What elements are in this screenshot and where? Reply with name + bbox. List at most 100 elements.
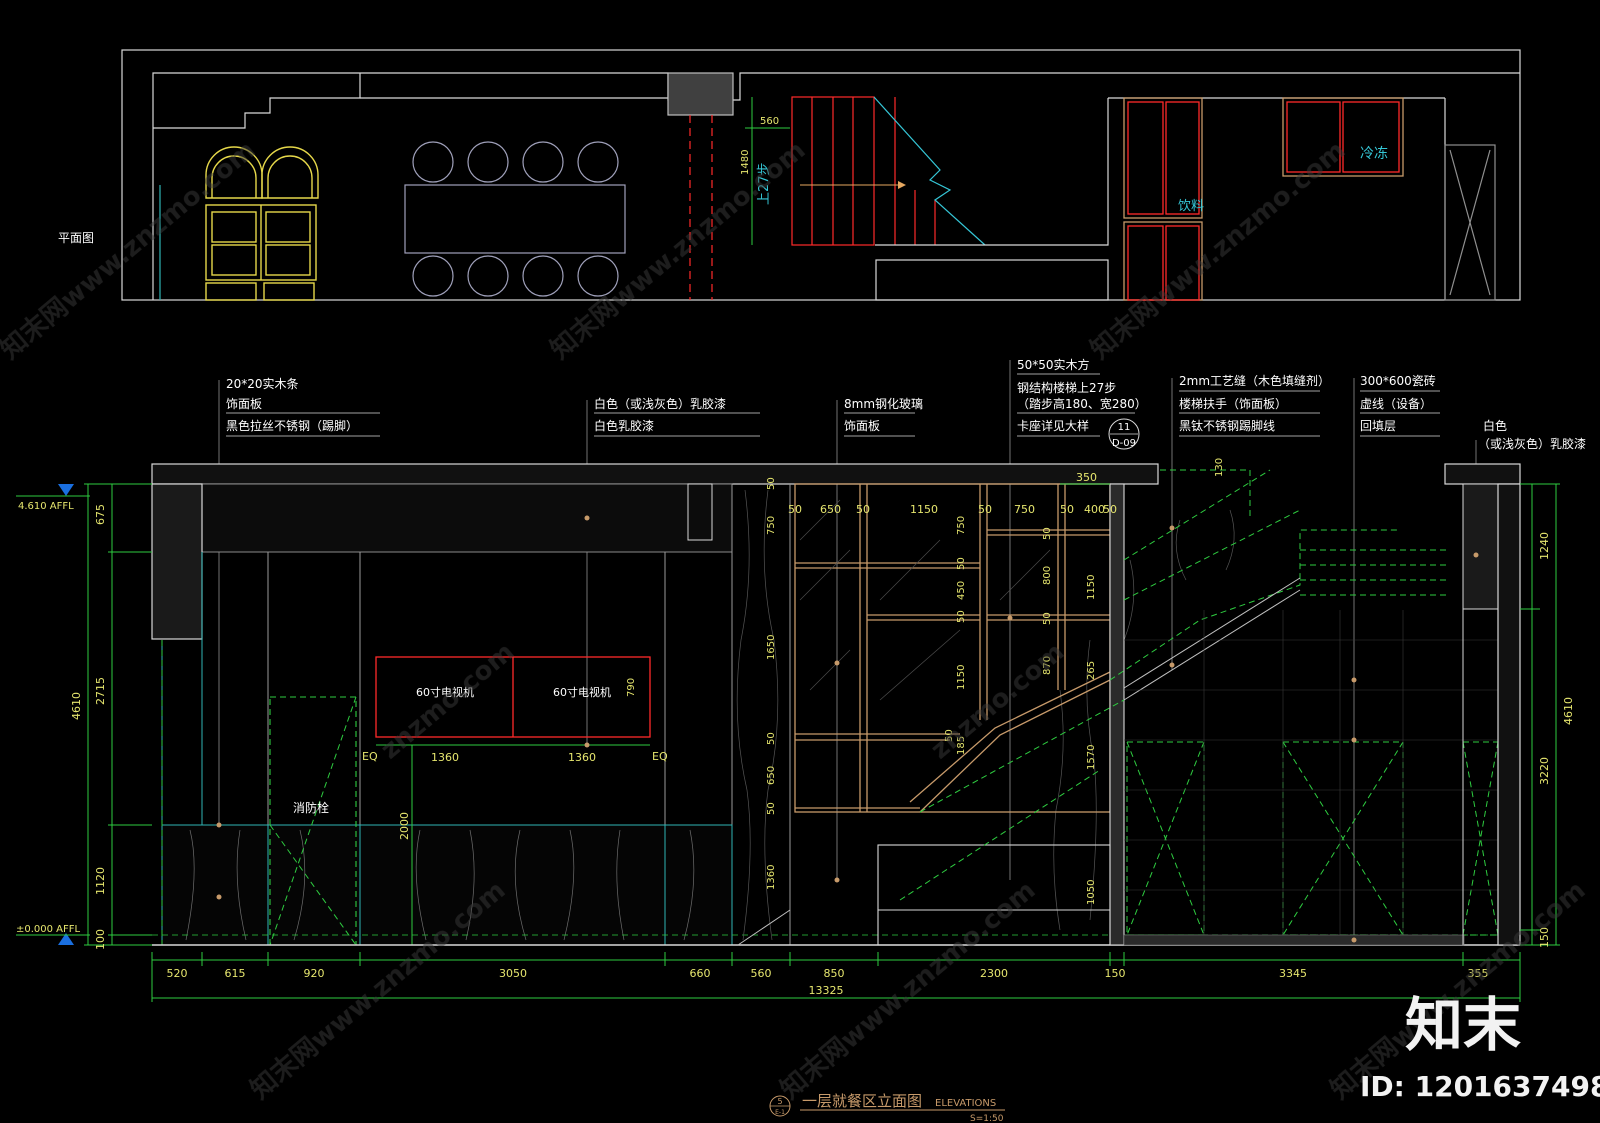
- stair-wood-grain: [736, 489, 1235, 941]
- soffit-recess: [687, 483, 713, 541]
- bottom-dim-2300: 2300: [980, 967, 1008, 980]
- title-sheet: E-1: [775, 1109, 785, 1116]
- shelf-v-left-5: 650: [766, 766, 777, 785]
- callout-6-line-3: 回填层: [1360, 419, 1396, 433]
- plan-stair-tag: 上27步: [757, 162, 772, 205]
- shelf-v-r1-2: 800: [1042, 566, 1053, 585]
- left-dim-675: 675: [94, 504, 107, 525]
- callout-7-line-1: 白色: [1483, 418, 1507, 433]
- shelf-v-left-1: 50: [766, 477, 777, 490]
- plan-stair: [791, 96, 936, 246]
- left-dimension-chain: [84, 483, 152, 946]
- shelf-v-r1-3: 50: [1042, 612, 1053, 625]
- callout-4-line-1: 50*50实木方: [1017, 357, 1090, 372]
- plan-outer-frame: [121, 49, 1521, 301]
- right-cabinets: [1126, 741, 1499, 936]
- right-dim-150: 150: [1538, 927, 1551, 948]
- tv-label-2: 60寸电视机: [553, 685, 611, 699]
- callout-2-line-2: 白色乳胶漆: [594, 418, 654, 433]
- bottom-dim-texts: 520 615 920 3050 660 560 850 2300 150 33…: [167, 967, 1489, 997]
- shelf-top-1: 50: [788, 503, 802, 516]
- tv-width-1: 1360: [431, 751, 459, 764]
- watermark-text-1: 知末网www.znzmo.com: [0, 135, 261, 365]
- tv-eq-left: EQ: [362, 750, 378, 763]
- plan-dim-1480: 1480: [740, 150, 751, 175]
- callout-7-line-2: （或浅灰色）乳胶漆: [1478, 436, 1586, 451]
- level-top: 4.610 AFFL: [18, 501, 74, 512]
- bottom-dim-660: 660: [690, 967, 711, 980]
- stair-stringer: [919, 679, 1111, 813]
- shelf-v-mid-5: 1150: [956, 665, 967, 690]
- glass-hatch: [799, 499, 1051, 701]
- detail-bubble: [1108, 418, 1140, 450]
- callout-5-line-3: 黑钛不锈钢踢脚线: [1179, 418, 1275, 433]
- soffit-band: [201, 483, 733, 553]
- detail-bubble-number: 11: [1118, 422, 1131, 433]
- plan-fridges: [1123, 97, 1404, 301]
- watermark-text-2: 知末网www.znzmo.com: [545, 135, 811, 365]
- floor-infill: [1123, 934, 1465, 946]
- bottom-dim-850: 850: [824, 967, 845, 980]
- hydrant-diag-1: [269, 824, 357, 946]
- title-number: 5: [777, 1097, 782, 1106]
- callout-5-line-2: 楼梯扶手（饰面板）: [1179, 396, 1287, 411]
- plan-door: [1444, 144, 1496, 301]
- stair-stringer-2: [909, 671, 1111, 803]
- plan-view: [121, 49, 1521, 301]
- left-dim-2715: 2715: [94, 677, 107, 705]
- callout-1-line-2: 饰面板: [226, 397, 262, 411]
- watermark-logo: 知末: [1405, 991, 1521, 1059]
- shelf-v-r1-4: 870: [1042, 656, 1053, 675]
- shelf-dims: 50 750 1650 50 650 50 1360 750 50 450 50…: [766, 458, 1225, 905]
- right-dimension-chain: [1520, 483, 1560, 946]
- shelf-v-left-7: 1360: [766, 865, 777, 890]
- dim-130: 130: [1214, 458, 1225, 477]
- bottom-dim-3050: 3050: [499, 967, 527, 980]
- shelf-v-mid-2: 50: [956, 557, 967, 570]
- right-wall: [1497, 483, 1521, 946]
- shelf-v-mid-1: 750: [956, 516, 967, 535]
- plan-dims: [745, 97, 790, 245]
- bottom-dim-355: 355: [1468, 967, 1489, 980]
- title-block: 5 E-1 一层就餐区立面图 ELEVATIONS S=1:50: [769, 1092, 1005, 1123]
- callout-6-line-2: 虚线（设备）: [1360, 397, 1432, 411]
- shelf-v-left-4: 50: [766, 732, 777, 745]
- plan-column: [667, 72, 734, 116]
- right-dim-total: 4610: [1562, 697, 1575, 725]
- shelf-v-left-6: 50: [766, 802, 777, 815]
- shelf-top-9: 50: [1103, 503, 1117, 516]
- stair-base-slope: [737, 909, 791, 946]
- shelf-top-8: 400: [1084, 503, 1105, 516]
- callout-4-line-3: （踏步高180、宽280）: [1017, 396, 1147, 411]
- watermark-text-8: znzmo.com: [925, 637, 1070, 765]
- elevation-walls: [267, 484, 791, 945]
- tv-label-1: 60寸电视机: [416, 685, 474, 699]
- shelf-v-r2-2: 265: [1086, 661, 1097, 680]
- plan-stair-arrowhead: [898, 181, 906, 189]
- plan-dining-table: [404, 141, 626, 297]
- shelf-v-mid-6: 50: [944, 729, 955, 742]
- bench-seat: [877, 844, 1111, 946]
- bottom-dimension-chain: [151, 952, 1521, 1002]
- callout-underlines: [226, 373, 1440, 437]
- handrail: [1123, 589, 1301, 701]
- callout-5-line-1: 2mm工艺缝（木色填缝剂）: [1179, 373, 1330, 388]
- shelf-top-6: 750: [1014, 503, 1035, 516]
- plan-bench: [875, 259, 1109, 301]
- shelf-top-7: 50: [1060, 503, 1074, 516]
- shelf-v-mid-4: 50: [956, 610, 967, 623]
- ceiling-slab: [151, 463, 1159, 485]
- drawing-title: 一层就餐区立面图: [802, 1092, 922, 1110]
- shelf-v-r2-1: 1150: [1086, 575, 1097, 600]
- plan-stair-rail: [873, 96, 986, 246]
- bottom-dim-520: 520: [167, 967, 188, 980]
- stair-treads: [899, 469, 1450, 901]
- plan-booth-seats: [205, 146, 319, 301]
- bottom-dim-560: 560: [751, 967, 772, 980]
- shelf-v-left-3: 1650: [766, 635, 777, 660]
- callouts: 20*20实木条 饰面板 黑色拉丝不锈钢（踢脚） 白色（或浅灰色）乳胶漆 白色乳…: [226, 357, 1586, 451]
- shelf-v-r1-1: 50: [1042, 527, 1053, 540]
- leader-arrows: [216, 515, 1479, 943]
- drawing-title-en: ELEVATIONS: [935, 1098, 996, 1109]
- bottom-dim-920: 920: [304, 967, 325, 980]
